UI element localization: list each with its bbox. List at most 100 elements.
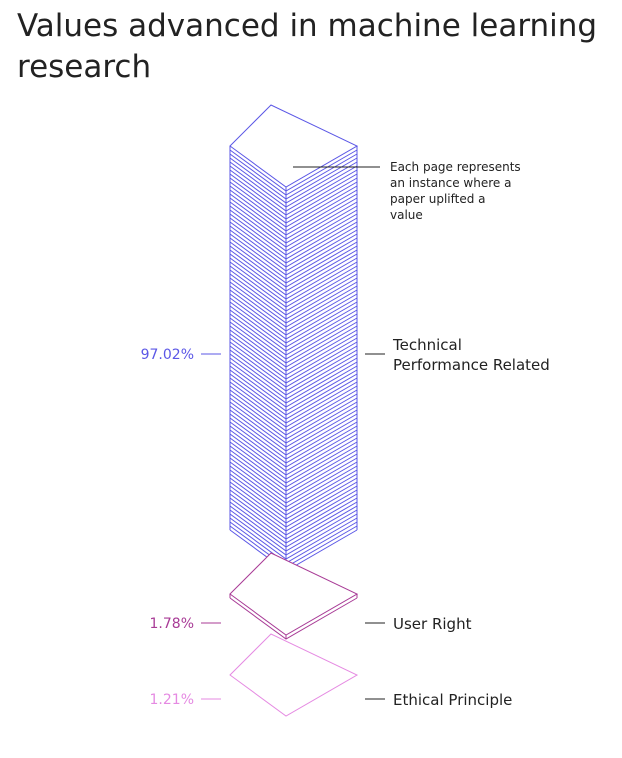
page xyxy=(229,401,358,444)
page xyxy=(229,297,358,340)
page xyxy=(229,149,358,192)
page xyxy=(229,437,358,480)
page xyxy=(229,353,358,396)
page xyxy=(229,465,358,508)
page xyxy=(229,381,358,424)
page xyxy=(229,377,358,420)
page xyxy=(229,453,358,496)
annotation: Each page represents an instance where a… xyxy=(293,160,525,222)
page-top xyxy=(229,104,359,188)
page xyxy=(229,485,358,528)
page xyxy=(229,289,358,332)
page xyxy=(229,277,358,320)
page xyxy=(229,421,358,464)
page xyxy=(229,301,358,344)
page xyxy=(229,193,358,236)
page xyxy=(229,161,358,204)
page xyxy=(229,253,358,296)
annotation-line-2: an instance where a xyxy=(390,176,511,190)
page xyxy=(229,305,358,348)
value-label: 1.78% xyxy=(150,616,194,632)
page xyxy=(229,285,358,328)
annotation-text: Each page represents an instance where a… xyxy=(390,160,525,222)
page xyxy=(229,229,358,272)
page xyxy=(229,337,358,380)
page xyxy=(229,313,358,356)
page xyxy=(229,245,358,288)
page xyxy=(229,505,358,548)
page xyxy=(229,213,358,256)
page xyxy=(229,449,358,492)
value-label: 97.02% xyxy=(141,347,194,363)
page xyxy=(229,425,358,468)
page xyxy=(229,321,358,364)
page xyxy=(229,445,358,488)
page xyxy=(229,153,358,196)
page xyxy=(229,441,358,484)
page xyxy=(229,261,358,304)
page xyxy=(229,389,358,432)
page xyxy=(229,309,358,352)
page xyxy=(229,361,358,404)
page xyxy=(229,409,358,452)
page xyxy=(229,233,358,276)
page xyxy=(229,341,358,384)
page-top xyxy=(229,552,359,636)
page xyxy=(229,517,358,560)
page xyxy=(229,181,358,224)
page xyxy=(229,273,358,316)
page xyxy=(229,365,358,408)
page xyxy=(229,473,358,516)
page xyxy=(229,333,358,376)
page xyxy=(229,457,358,500)
stack-0 xyxy=(229,104,359,572)
page xyxy=(229,293,358,336)
page xyxy=(229,205,358,248)
page xyxy=(229,513,358,556)
page xyxy=(229,265,358,308)
page xyxy=(229,385,358,428)
category-label: User Right xyxy=(393,615,472,633)
page xyxy=(229,393,358,436)
page xyxy=(229,357,358,400)
page xyxy=(229,481,358,524)
page xyxy=(229,281,358,324)
page xyxy=(229,405,358,448)
page xyxy=(229,417,358,460)
page xyxy=(229,461,358,504)
annotation-line-3: paper uplifted a xyxy=(390,192,486,206)
page xyxy=(229,433,358,476)
page xyxy=(229,317,358,360)
page xyxy=(229,477,358,520)
page xyxy=(229,325,358,368)
page xyxy=(229,509,358,552)
page xyxy=(229,429,358,472)
page xyxy=(229,493,358,536)
page xyxy=(229,269,358,312)
page xyxy=(229,241,358,284)
page xyxy=(229,169,358,212)
page xyxy=(229,209,358,252)
page-title: Values advanced in machine learning rese… xyxy=(17,8,598,85)
page xyxy=(229,257,358,300)
page-stacks xyxy=(229,104,359,717)
page xyxy=(229,501,358,544)
page xyxy=(229,165,358,208)
page xyxy=(229,249,358,292)
page xyxy=(229,189,358,232)
page xyxy=(229,225,358,268)
stack-2 xyxy=(229,633,359,717)
annotation-line-4: value xyxy=(390,208,423,222)
page xyxy=(229,217,358,260)
category-label: Ethical Principle xyxy=(393,691,512,709)
page xyxy=(229,369,358,412)
value-label: 1.21% xyxy=(150,692,194,708)
page xyxy=(229,197,358,240)
page xyxy=(229,349,358,392)
page xyxy=(229,221,358,264)
page xyxy=(229,157,358,200)
page xyxy=(229,489,358,532)
